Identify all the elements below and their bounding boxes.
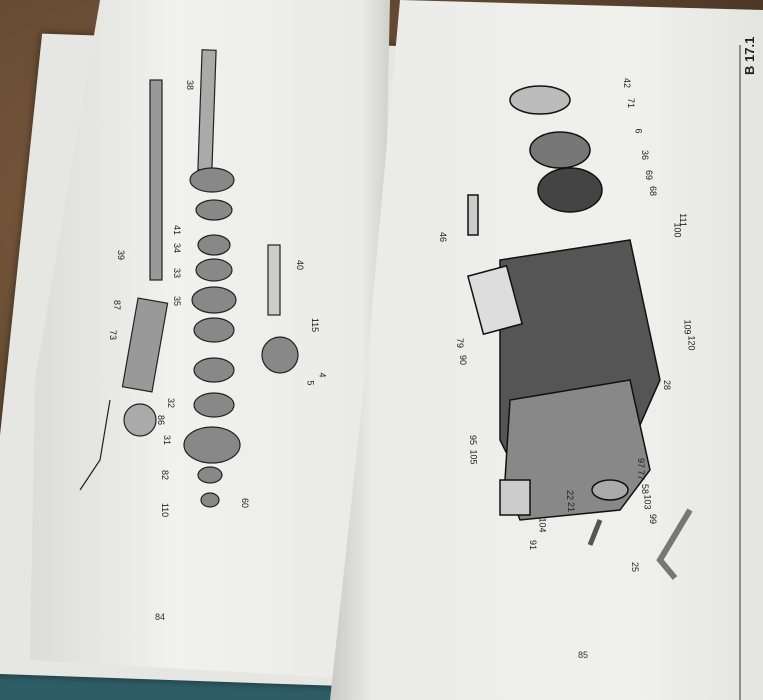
left-page-number: 84	[155, 612, 166, 622]
part-label: 35	[172, 295, 183, 307]
part-label: 38	[185, 79, 196, 91]
part-label: 4	[317, 372, 328, 378]
part-label: 95	[468, 434, 479, 446]
part-label: 110	[160, 502, 171, 518]
part-label: 86	[156, 414, 167, 426]
part-label: 6	[633, 128, 644, 134]
part-label: 90	[458, 354, 469, 366]
part-label: 120	[686, 335, 697, 351]
part-label: 5	[305, 380, 316, 386]
right-page-number: 85	[578, 650, 589, 660]
part-label: 40	[295, 259, 306, 271]
part-label: 73	[108, 329, 119, 341]
part-label: 31	[162, 434, 173, 446]
part-label: 77	[636, 469, 647, 481]
part-label: 22	[565, 489, 576, 501]
part-label: 28	[662, 379, 673, 391]
part-label: 104	[537, 517, 548, 533]
part-label: 97	[636, 457, 647, 469]
part-label: 103	[642, 494, 653, 510]
section-header: B 17.1	[742, 36, 757, 75]
part-label: 34	[172, 242, 183, 254]
part-label: 105	[468, 449, 479, 465]
left-shaft-drawing	[79, 49, 299, 508]
part-label: 32	[166, 397, 177, 409]
right-gearbox-drawing	[466, 85, 693, 580]
part-label: 41	[172, 224, 183, 236]
part-label: 69	[644, 169, 655, 181]
part-label: 71	[626, 97, 637, 109]
part-label: 82	[160, 469, 171, 481]
part-label: 68	[648, 185, 659, 197]
part-label: 42	[622, 77, 633, 89]
part-label: 39	[116, 249, 127, 261]
part-label: 99	[648, 513, 659, 525]
part-label: 36	[640, 149, 651, 161]
part-label: 87	[112, 299, 123, 311]
part-label: 60	[240, 497, 251, 509]
part-label: 46	[438, 231, 449, 243]
part-label: 79	[455, 337, 466, 349]
part-label: 25	[630, 561, 641, 573]
part-label: 109	[682, 319, 693, 335]
part-label: 21	[566, 501, 577, 513]
part-label: 115	[310, 317, 321, 333]
part-label: 91	[528, 539, 539, 551]
part-label: 58	[640, 483, 651, 495]
part-label: 111	[677, 213, 688, 227]
part-label: 33	[172, 267, 183, 279]
